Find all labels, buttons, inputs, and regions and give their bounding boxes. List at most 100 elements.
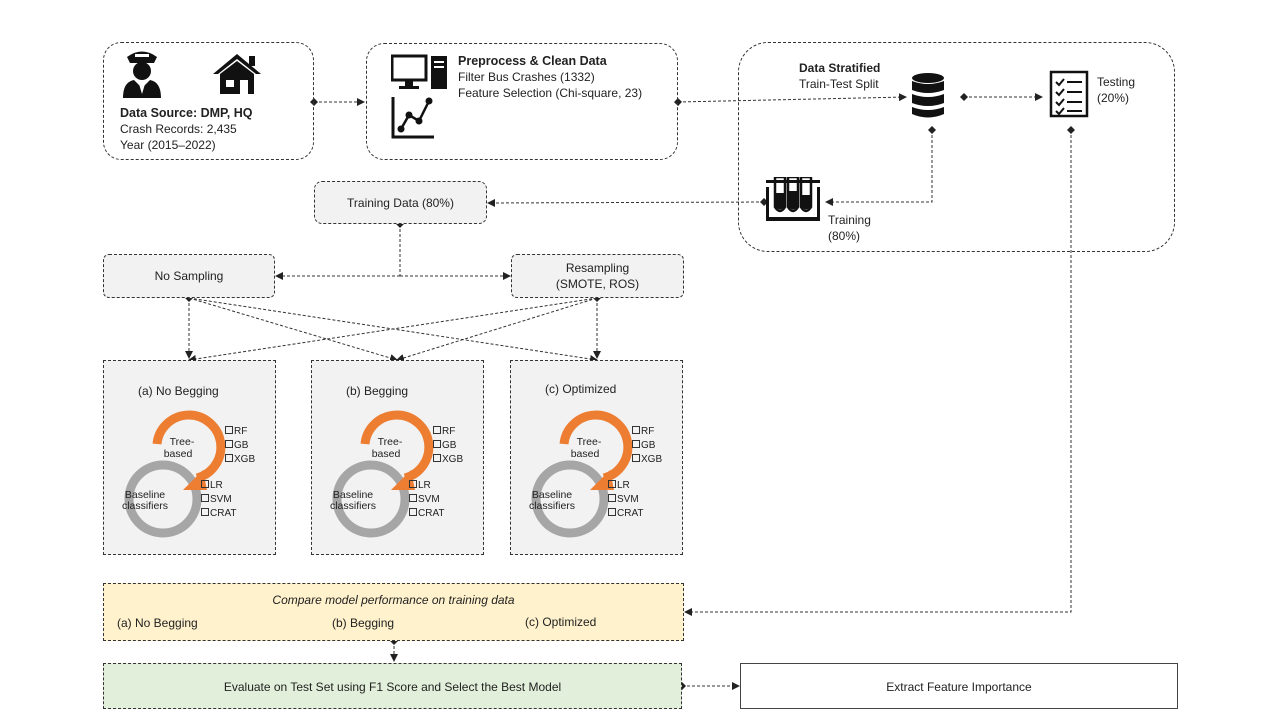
baseline-label-line1: Baseline — [124, 489, 166, 501]
tree-label-line2: based — [371, 448, 401, 460]
model-checkbox: LR — [409, 479, 431, 493]
checkbox-icon — [409, 480, 417, 488]
database-icon — [912, 73, 944, 118]
model-checkbox: XGB — [225, 453, 255, 467]
baseline-ring — [531, 460, 609, 538]
model-name: CRAT — [418, 508, 445, 519]
checkbox-icon — [632, 440, 640, 448]
model-name: GB — [442, 440, 457, 451]
checkbox-icon — [225, 426, 233, 434]
stratified-title: Data Stratified — [799, 61, 881, 75]
house-icon — [213, 54, 261, 94]
model-checkbox: CRAT — [608, 507, 643, 521]
baseline-label-line2: classifiers — [528, 500, 576, 512]
evaluate-box — [103, 663, 682, 709]
model-checkbox: SVM — [409, 493, 440, 507]
source-title: Data Source: DMP, HQ — [120, 106, 253, 120]
source-records: Crash Records: 2,435 — [120, 122, 237, 136]
baseline-label-line2: classifiers — [329, 500, 377, 512]
tree-arc — [152, 410, 226, 483]
preprocess-title: Preprocess & Clean Data — [458, 54, 607, 68]
model-name: RF — [641, 426, 655, 437]
baseline-ring — [124, 460, 202, 538]
model-checkbox: CRAT — [201, 507, 236, 521]
checkbox-icon — [201, 508, 209, 516]
checkbox-icon — [608, 494, 616, 502]
model-checkbox: GB — [433, 439, 456, 453]
model-name: CRAT — [210, 508, 237, 519]
checkbox-icon — [201, 480, 209, 488]
model-name: SVM — [210, 494, 232, 505]
model-name: LR — [617, 480, 630, 491]
model-name: LR — [418, 480, 431, 491]
tree-label-line1: Tree- — [576, 436, 602, 448]
model-name: GB — [234, 440, 249, 451]
model-name: GB — [641, 440, 656, 451]
checkbox-icon — [433, 454, 441, 462]
arrow-resampling-a — [188, 297, 598, 363]
model-name: XGB — [442, 454, 464, 465]
stratified-subtitle: Train-Test Split — [799, 77, 879, 91]
tree-arc — [360, 410, 434, 483]
checkbox-icon — [632, 426, 640, 434]
tree-baseline-ring-icon — [124, 410, 226, 538]
resampling-line2: (SMOTE, ROS) — [555, 277, 640, 291]
tree-arc — [559, 410, 633, 483]
training-pct: (80%) — [828, 229, 861, 243]
model-name: RF — [234, 426, 248, 437]
model-checkbox: SVM — [608, 493, 639, 507]
tree-baseline-ring-icon — [531, 410, 633, 538]
baseline-label-line1: Baseline — [531, 489, 573, 501]
compare-title: Compare model performance on training da… — [272, 593, 515, 607]
arrow-resampling-b — [396, 297, 598, 362]
data-source-box — [103, 42, 314, 160]
model-checkbox: LR — [201, 479, 223, 493]
checkbox-icon — [433, 426, 441, 434]
checkbox-icon — [409, 508, 417, 516]
model-name: CRAT — [617, 508, 644, 519]
extract-box — [740, 663, 1178, 709]
model-name: RF — [442, 426, 456, 437]
tree-label-line1: Tree- — [169, 436, 195, 448]
model-name: XGB — [641, 454, 663, 465]
resampling-line1: Resampling — [565, 261, 630, 275]
compare-a: (a) No Begging — [117, 616, 198, 630]
arrow-preprocess-database — [674, 93, 907, 106]
evaluate-label: Evaluate on Test Set using F1 Score and … — [223, 680, 562, 694]
model-name: LR — [210, 480, 223, 491]
model-checkbox: LR — [608, 479, 630, 493]
panel-title: (a) No Begging — [138, 384, 219, 398]
model-checkbox: CRAT — [409, 507, 444, 521]
tree-baseline-ring-icon — [332, 410, 434, 538]
tree-label-line2: based — [163, 448, 193, 460]
checkbox-icon — [201, 494, 209, 502]
checkbox-icon — [632, 454, 640, 462]
panel-title: (b) Begging — [346, 384, 409, 398]
model-checkbox: XGB — [433, 453, 463, 467]
arrow-nosampling-b — [188, 297, 398, 362]
training-data-label: Training Data (80%) — [347, 196, 454, 210]
training-data-box — [314, 181, 487, 224]
test-tubes-icon — [766, 177, 820, 221]
checkbox-icon — [225, 454, 233, 462]
baseline-label-line1: Baseline — [332, 489, 374, 501]
model-checkbox: XGB — [632, 453, 662, 467]
no-sampling-box — [103, 254, 275, 298]
compare-c: (c) Optimized — [525, 615, 597, 629]
preprocess-line2: Feature Selection (Chi-square, 23) — [458, 86, 643, 100]
panel-title: (c) Optimized — [545, 382, 617, 396]
testing-label: Testing — [1097, 75, 1136, 89]
tree-label-line1: Tree- — [377, 436, 403, 448]
model-checkbox: RF — [632, 425, 654, 439]
baseline-label-line2: classifiers — [121, 500, 169, 512]
model-name: SVM — [418, 494, 440, 505]
compare-b: (b) Begging — [332, 616, 395, 630]
model-name: SVM — [617, 494, 639, 505]
preprocess-line1: Filter Bus Crashes (1332) — [458, 70, 595, 84]
model-name: XGB — [234, 454, 256, 465]
checkbox-icon — [225, 440, 233, 448]
model-checkbox: SVM — [201, 493, 232, 507]
model-checkbox: GB — [632, 439, 655, 453]
computer-icon — [391, 54, 447, 89]
